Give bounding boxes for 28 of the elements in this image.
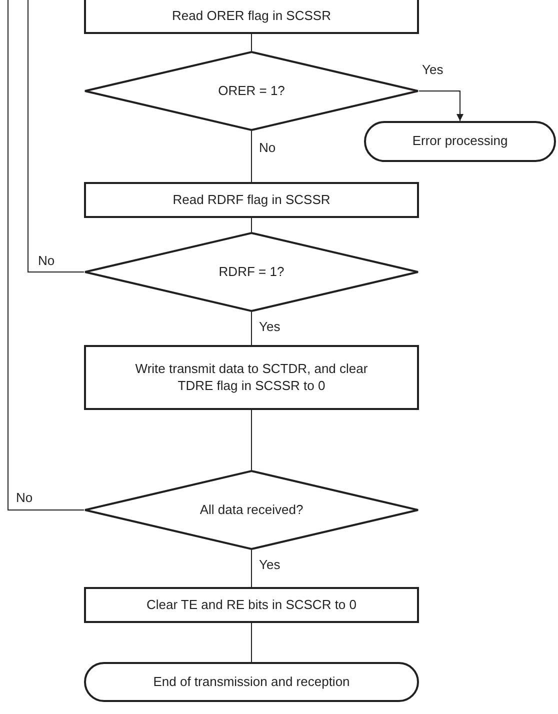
process-box [84, 345, 419, 410]
decision-diamond [84, 51, 419, 131]
connector-line [251, 312, 252, 346]
node-label: ORER = 1? [218, 82, 285, 100]
node-label: Read ORER flag in SCSSR [172, 8, 331, 24]
connector-line [251, 130, 252, 182]
process-box [84, 182, 419, 218]
decision-diamond [84, 232, 419, 312]
node-label: RDRF = 1? [218, 264, 284, 280]
node-label: Write transmit data to SCTDR, and clear TDRE flag in SCSSR to 0 [134, 360, 369, 394]
connector-line [418, 90, 464, 122]
node-label: Read RDRF flag in SCSSR [172, 192, 330, 208]
connector-line [251, 622, 252, 662]
connector-line [8, 0, 84, 510]
node-label: Error processing [412, 133, 508, 150]
node-label: End of transmission and reception [153, 674, 350, 690]
node-label: All data received? [200, 502, 304, 518]
process-box [84, 587, 419, 623]
connector-line [28, 0, 84, 272]
decision-diamond [84, 470, 419, 550]
connector-line [251, 218, 252, 232]
connector-line [251, 410, 252, 470]
node-label: Clear TE and RE bits in SCSCR to 0 [146, 596, 356, 614]
terminal-box [364, 121, 556, 162]
process-box [84, 0, 419, 34]
connector-line [251, 34, 252, 52]
connector-line [251, 550, 252, 588]
terminal-box [84, 662, 419, 702]
